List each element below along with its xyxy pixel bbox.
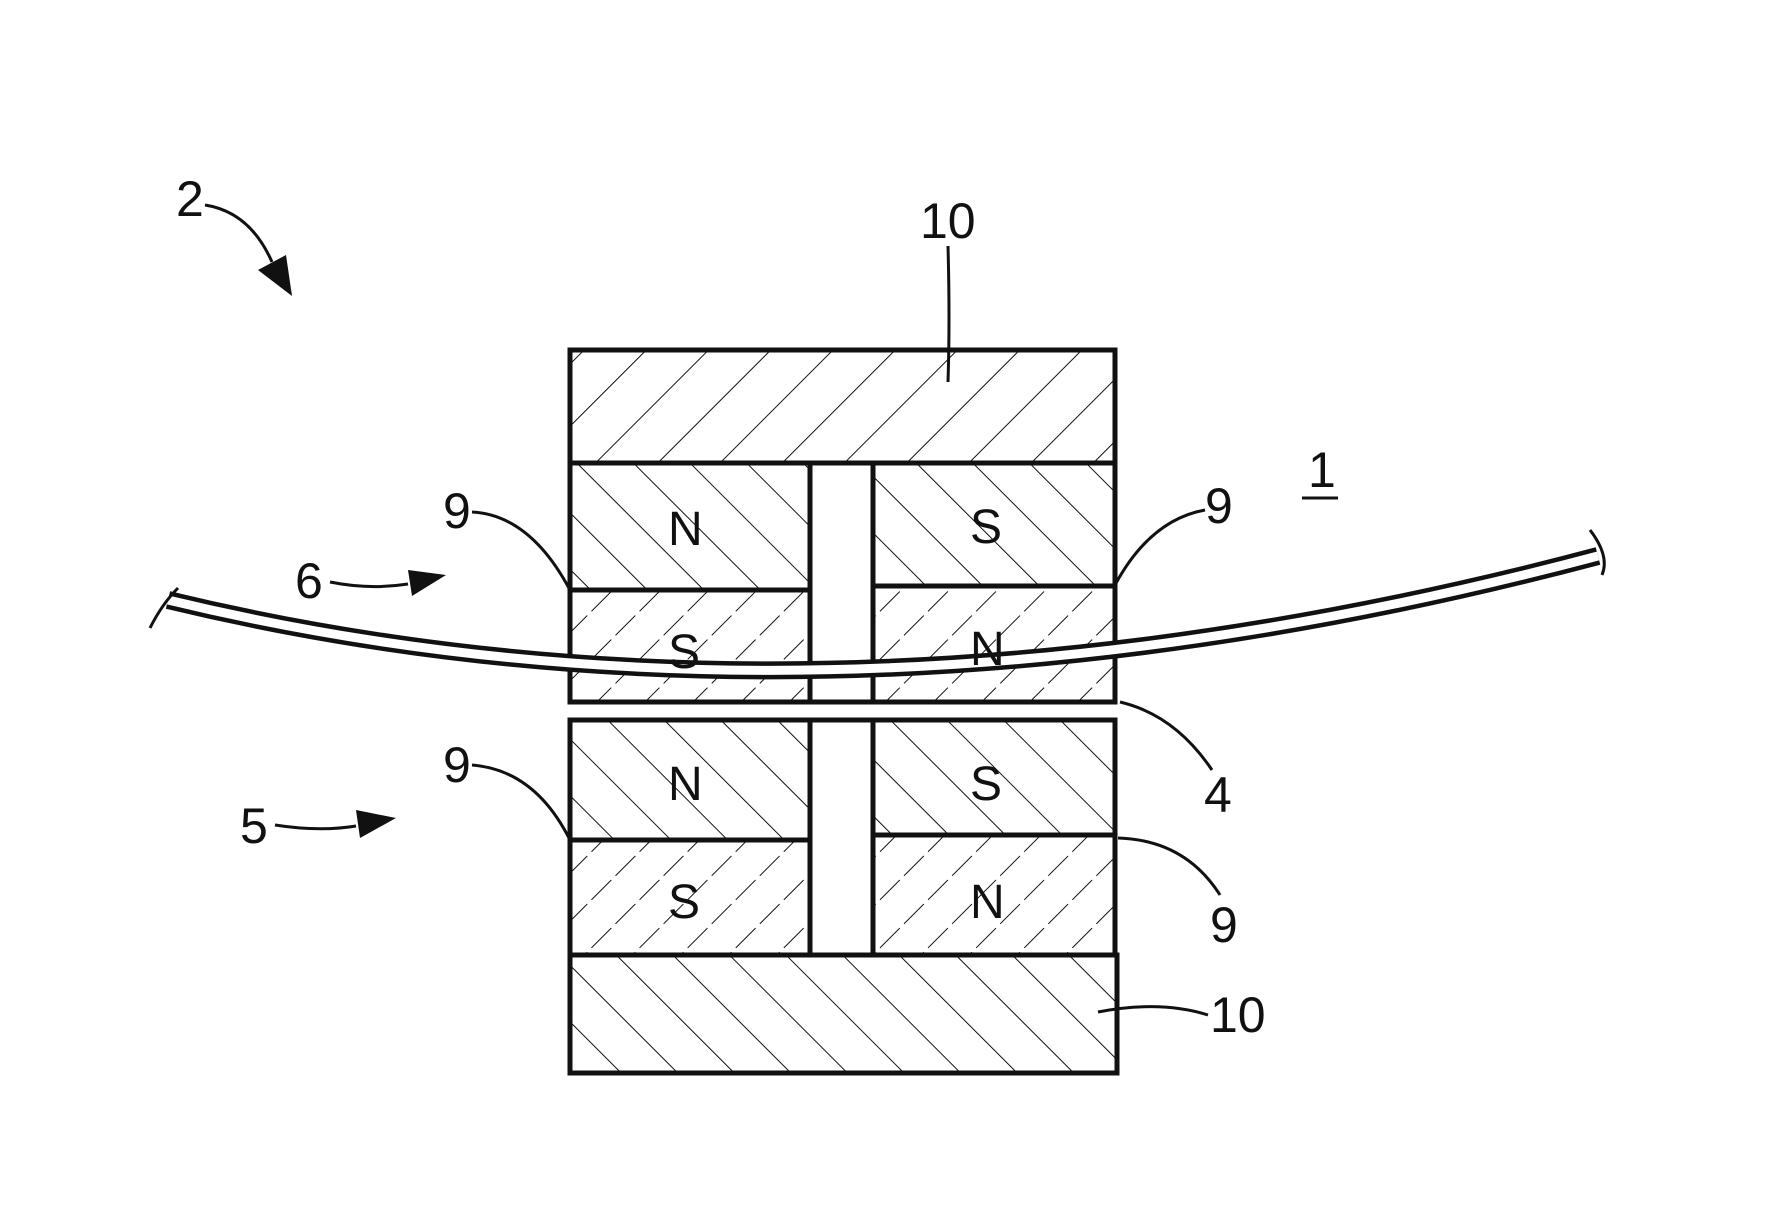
label-assembly: 1	[1308, 442, 1336, 498]
arrow-lower-unit	[275, 825, 356, 829]
pole-lower-right-bottom: N	[970, 876, 1005, 929]
label-boundary-lr: 9	[1210, 897, 1238, 953]
pole-lower-left-top: N	[668, 758, 703, 811]
pole-lower-right-top: S	[970, 758, 1002, 811]
label-boundary-ur: 9	[1205, 478, 1233, 534]
arrow-upper-unit	[330, 582, 408, 587]
leader-boundary-ul	[472, 512, 570, 590]
arrowhead-device	[258, 255, 292, 296]
pole-upper-left-top: N	[668, 503, 703, 556]
label-lower-unit: 5	[240, 798, 268, 854]
label-upper-yoke: 10	[920, 193, 976, 249]
label-guide: 4	[1204, 767, 1232, 823]
label-device: 2	[176, 171, 204, 227]
pole-lower-left-bottom: S	[668, 876, 700, 929]
label-upper-unit: 6	[295, 553, 323, 609]
label-lower-yoke: 10	[1210, 987, 1266, 1043]
upper-yoke	[570, 350, 1115, 463]
lower-gap	[810, 720, 873, 955]
arrowhead-lower-unit	[356, 810, 396, 838]
arrow-device	[205, 205, 272, 262]
leader-boundary-lr	[1118, 838, 1220, 895]
lower-yoke	[570, 955, 1117, 1073]
leader-guide	[1120, 702, 1212, 770]
label-boundary-ll: 9	[443, 737, 471, 793]
leader-boundary-ll	[472, 765, 570, 840]
pole-upper-right-bottom: N	[970, 623, 1005, 676]
pole-upper-right-top: S	[970, 501, 1002, 554]
label-boundary-ul: 9	[443, 483, 471, 539]
leader-upper-yoke	[948, 246, 949, 382]
lower-magnet-unit	[570, 720, 1115, 955]
leader-boundary-ur	[1115, 510, 1205, 585]
pole-upper-left-bottom: S	[668, 626, 700, 679]
arrowhead-upper-unit	[408, 570, 446, 596]
